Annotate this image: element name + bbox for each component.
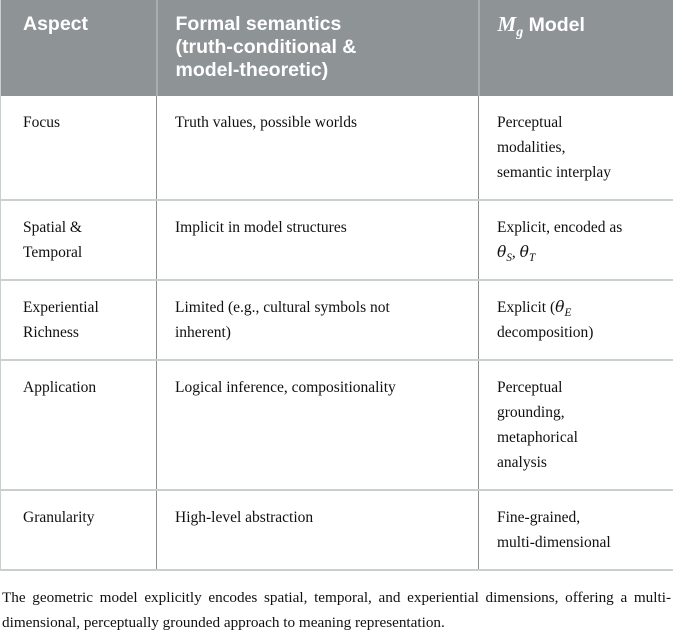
- column-header-formal-line1: Formal semantics: [176, 13, 342, 35]
- column-header-aspect-label: Aspect: [23, 13, 88, 35]
- cell-model-line1: Fine-grained,: [497, 509, 580, 526]
- cell-model-line2: decomposition): [497, 324, 593, 341]
- figure-table-container: Aspect Formal semantics (truth-condition…: [0, 0, 673, 569]
- table-header: Aspect Formal semantics (truth-condition…: [1, 0, 673, 96]
- table-header-row: Aspect Formal semantics (truth-condition…: [1, 0, 673, 96]
- cell-aspect: Application: [1, 360, 157, 490]
- cell-formal-text: High-level abstraction: [175, 509, 313, 526]
- cell-formal-semantics: Truth values, possible worlds: [157, 96, 479, 200]
- theta-experiential-subscript: E: [564, 307, 571, 319]
- theta-temporal-base: θ: [520, 243, 529, 261]
- cell-mg-model: Explicit, encoded as θS, θT: [479, 200, 673, 280]
- cell-aspect: Granularity: [1, 490, 157, 570]
- table-row: Spatial & Temporal Implicit in model str…: [1, 200, 673, 280]
- cell-model-line2: multi-dimensional: [497, 534, 611, 551]
- column-header-mg-model: Mg Model: [479, 0, 673, 96]
- cell-model-line4: analysis: [497, 454, 547, 471]
- cell-formal-line2: inherent): [175, 324, 231, 341]
- cell-formal-line1: Limited (e.g., cultural symbols not: [175, 299, 390, 316]
- cell-mg-model: Perceptual grounding, metaphorical analy…: [479, 360, 673, 490]
- cell-model-line3: semantic interplay: [497, 164, 611, 181]
- theta-separator: ,: [512, 244, 520, 261]
- table-row: Application Logical inference, compositi…: [1, 360, 673, 490]
- cell-formal-text: Logical inference, compositionality: [175, 379, 396, 396]
- cell-mg-model: Explicit (θE decomposition): [479, 280, 673, 360]
- cell-formal-text: Implicit in model structures: [175, 219, 347, 236]
- cell-formal-semantics: Implicit in model structures: [157, 200, 479, 280]
- column-header-formal-line3: model-theoretic): [176, 59, 329, 81]
- cell-aspect-line1: Spatial &: [23, 219, 82, 236]
- table-caption: The geometric model explicitly encodes s…: [0, 571, 673, 635]
- cell-mg-model: Perceptual modalities, semantic interpla…: [479, 96, 673, 200]
- cell-model-line2: modalities,: [497, 139, 565, 156]
- cell-aspect-line2: Richness: [23, 324, 79, 341]
- cell-formal-text: Truth values, possible worlds: [175, 114, 357, 131]
- cell-model-line1: Perceptual: [497, 114, 562, 131]
- table-row: Focus Truth values, possible worlds Perc…: [1, 96, 673, 200]
- cell-model-prefix: Explicit (: [497, 299, 555, 316]
- cell-aspect-line1: Experiential: [23, 299, 99, 316]
- column-header-model-suffix: Model: [523, 14, 585, 36]
- cell-aspect: Focus: [1, 96, 157, 200]
- column-header-formal-line2: (truth-conditional &: [176, 36, 357, 58]
- cell-model-line2: grounding,: [497, 404, 565, 421]
- cell-model-line1: Perceptual: [497, 379, 562, 396]
- cell-aspect-label: Application: [23, 379, 96, 396]
- theta-spatial-base: θ: [497, 243, 506, 261]
- cell-formal-semantics: High-level abstraction: [157, 490, 479, 570]
- cell-aspect: Experiential Richness: [1, 280, 157, 360]
- comparison-table: Aspect Formal semantics (truth-condition…: [0, 0, 673, 571]
- cell-model-line3: metaphorical: [497, 429, 578, 446]
- theta-temporal-subscript: T: [529, 252, 535, 264]
- column-header-aspect: Aspect: [1, 0, 157, 96]
- cell-mg-model: Fine-grained, multi-dimensional: [479, 490, 673, 570]
- table-body: Focus Truth values, possible worlds Perc…: [1, 96, 673, 570]
- mg-symbol-base: M: [498, 12, 517, 36]
- cell-aspect-label: Focus: [23, 114, 60, 131]
- cell-aspect-line2: Temporal: [23, 244, 82, 261]
- column-header-formal-semantics: Formal semantics (truth-conditional & mo…: [157, 0, 479, 96]
- cell-model-line1: Explicit, encoded as: [497, 219, 622, 236]
- cell-formal-semantics: Limited (e.g., cultural symbols not inhe…: [157, 280, 479, 360]
- cell-aspect: Spatial & Temporal: [1, 200, 157, 280]
- cell-aspect-label: Granularity: [23, 509, 94, 526]
- cell-formal-semantics: Logical inference, compositionality: [157, 360, 479, 490]
- table-row: Experiential Richness Limited (e.g., cul…: [1, 280, 673, 360]
- table-row: Granularity High-level abstraction Fine-…: [1, 490, 673, 570]
